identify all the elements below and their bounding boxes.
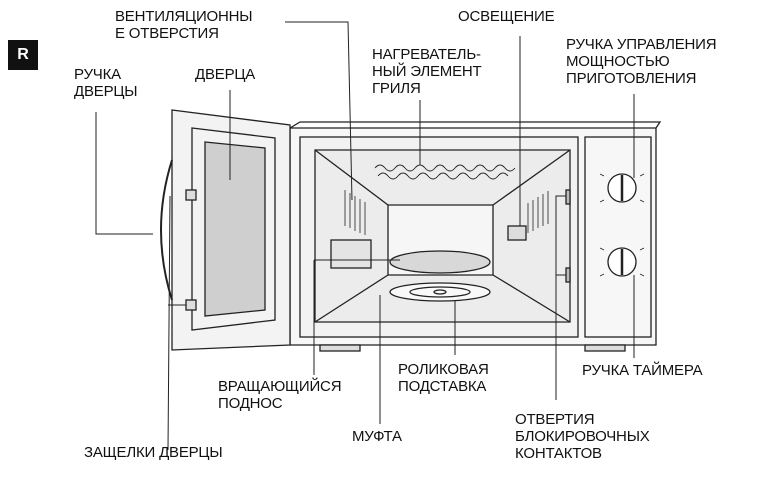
interlock-slot-bottom <box>565 267 571 283</box>
label-interlock-holes: ОТВЕРТИЯ БЛОКИРОВОЧНЫХ КОНТАКТОВ <box>515 411 650 462</box>
label-lighting: ОСВЕЩЕНИЕ <box>458 8 555 25</box>
label-timer-knob: РУЧКА ТАЙМЕРА <box>582 362 703 379</box>
leader-door-handle <box>95 112 153 235</box>
label-ventilation: ВЕНТИЛЯЦИОННЫ Е ОТВЕРСТИЯ <box>115 8 253 42</box>
label-coupler: МУФТА <box>352 428 402 445</box>
label-power-knob: РУЧКА УПРАВЛЕНИЯ МОЩНОСТЬЮ ПРИГОТОВЛЕНИЯ <box>566 36 717 87</box>
oven-foot-left <box>319 344 361 352</box>
language-badge: R <box>8 40 38 70</box>
leader-ventilation <box>285 21 353 201</box>
label-door-handle: РУЧКА ДВЕРЦЫ <box>74 66 138 100</box>
left-side-box <box>330 239 372 269</box>
door-latch-bottom <box>185 299 197 311</box>
light-cover <box>507 225 527 241</box>
coupler-hub <box>433 289 447 295</box>
oven-foot-right <box>584 344 626 352</box>
grill-element <box>374 164 516 172</box>
door-handle-curve <box>160 159 173 301</box>
label-grill-element: НАГРЕВАТЕЛЬ- НЫЙ ЭЛЕМЕНТ ГРИЛЯ <box>372 46 482 97</box>
door-glass <box>204 141 266 317</box>
dial-scale-marks <box>599 173 645 277</box>
label-turntable: ВРАЩАЮЩИЙСЯ ПОДНОС <box>218 378 342 412</box>
oven-top-edge <box>289 121 662 129</box>
roller-ring <box>389 282 491 302</box>
leader-door-latches <box>167 195 171 451</box>
turntable-plate <box>389 250 491 274</box>
interlock-slot-top <box>565 189 571 205</box>
right-vent-grille <box>527 191 549 233</box>
door-window-frame <box>191 127 276 331</box>
leader-interlock <box>555 195 566 400</box>
left-vent-grille <box>344 190 366 235</box>
label-door: ДВЕРЦА <box>195 66 256 83</box>
door-latch-top <box>185 189 197 201</box>
control-panel <box>584 136 652 338</box>
label-roller-ring: РОЛИКОВАЯ ПОДСТАВКА <box>398 361 489 395</box>
label-door-latches: ЗАЩЕЛКИ ДВЕРЦЫ <box>84 444 223 461</box>
